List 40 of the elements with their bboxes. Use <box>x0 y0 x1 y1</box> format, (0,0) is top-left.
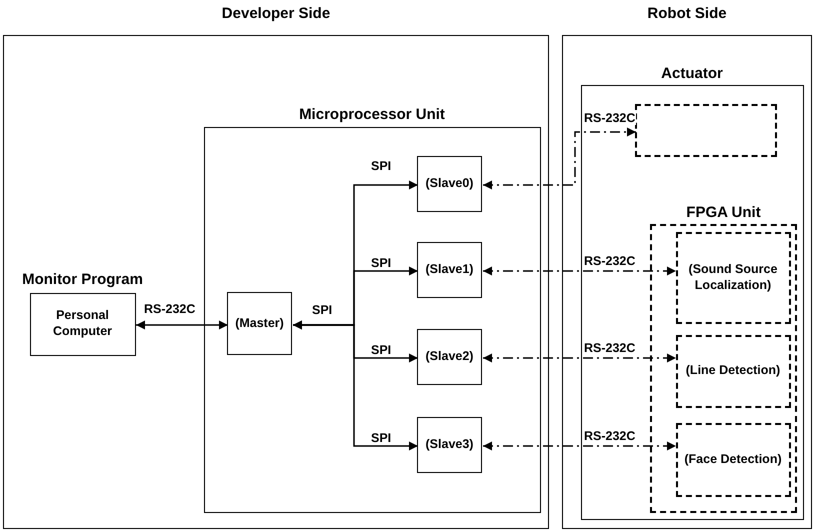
group-heading: Developer Side <box>222 5 330 24</box>
dashed-box <box>676 334 790 408</box>
group-heading: Microprocessor Unit <box>299 106 445 124</box>
group-heading: Monitor Program <box>22 270 143 290</box>
process-box <box>417 156 482 212</box>
box-label: (Slave0) <box>424 176 474 192</box>
group-heading: FPGA Unit <box>686 204 761 223</box>
arrow <box>136 320 228 330</box>
dash-dot-arrow <box>483 128 636 190</box>
edge-label: RS-232C <box>583 341 636 355</box>
box-label: (Line Detection) <box>684 363 782 379</box>
box-label: (Slave1) <box>424 262 474 278</box>
edge-label: RS-232C <box>583 111 636 125</box>
process-box <box>417 329 482 385</box>
group-heading: Robot Side <box>647 5 727 24</box>
box-label: (Face Detection) <box>683 452 783 468</box>
edge-label: SPI <box>370 431 392 445</box>
dash-dot-arrow <box>483 354 676 362</box>
edge-label: SPI <box>370 256 392 270</box>
box-label: Personal Computer <box>52 308 114 340</box>
box-label: (Slave2) <box>424 349 474 365</box>
group-heading: Actuator <box>661 64 723 84</box>
edge-label: RS-232C <box>583 254 636 268</box>
edge-label: RS-232C <box>143 302 196 316</box>
dash-dot-arrow <box>483 266 676 276</box>
process-box <box>417 417 482 473</box>
box-label: (Slave3) <box>424 437 474 453</box>
edge-label: RS-232C <box>583 429 636 443</box>
box-label: (Master) <box>234 316 285 332</box>
box-label: (Sound Source Localization) <box>688 262 778 294</box>
arrow <box>293 320 418 450</box>
dash-dot-arrow <box>483 442 676 450</box>
process-box <box>417 242 482 298</box>
process-box <box>227 292 292 355</box>
dashed-box <box>676 422 790 496</box>
edge-label: SPI <box>370 159 392 173</box>
bus-label: SPI <box>311 303 334 317</box>
dashed-box <box>676 232 790 324</box>
edge-label: SPI <box>370 343 392 357</box>
empty-box <box>635 104 777 157</box>
